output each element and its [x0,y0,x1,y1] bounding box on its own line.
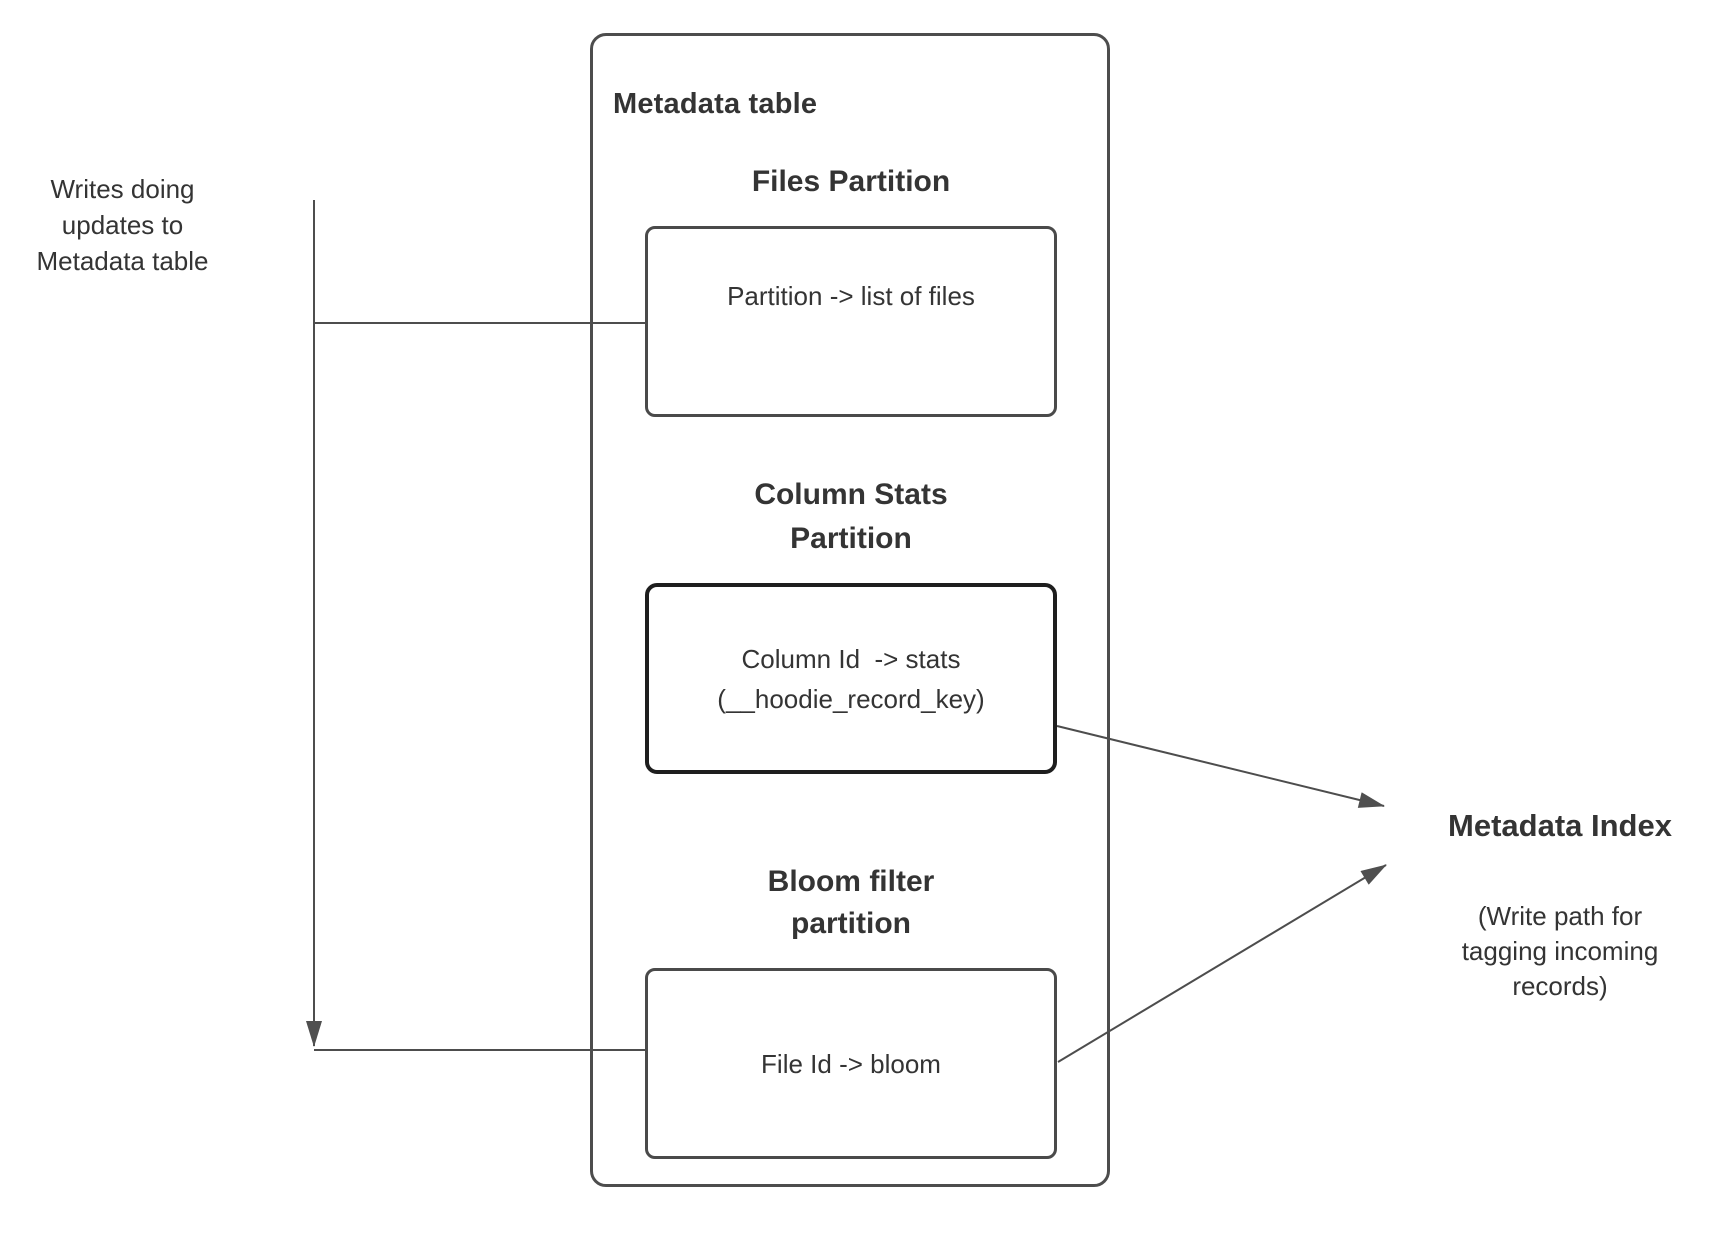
files-partition-box: Partition -> list of files [645,226,1057,417]
bloom-filter-partition-box: File Id -> bloom [645,968,1057,1159]
column-stats-partition-box-label: Column Id -> stats (__hoodie_record_key) [717,643,985,714]
bloom-filter-partition-box-label: File Id -> bloom [761,1048,941,1079]
column-stats-partition-heading: Column Stats Partition [754,478,948,555]
files-partition-heading: Files Partition [751,165,951,198]
writes-note: Writes doing updates to Metadata table [36,174,209,276]
metadata-index-caption: (Write path for tagging incoming records… [1461,901,1659,1001]
metadata-table-title: Metadata table [613,88,818,120]
column-stats-partition-box: Column Id -> stats (__hoodie_record_key) [645,583,1057,774]
metadata-index-title: Metadata Index [1448,808,1672,843]
metadata-table-container [590,33,1110,1187]
bloom-filter-partition-heading: Bloom filter partition [767,865,935,940]
files-partition-box-label: Partition -> list of files [727,280,975,311]
